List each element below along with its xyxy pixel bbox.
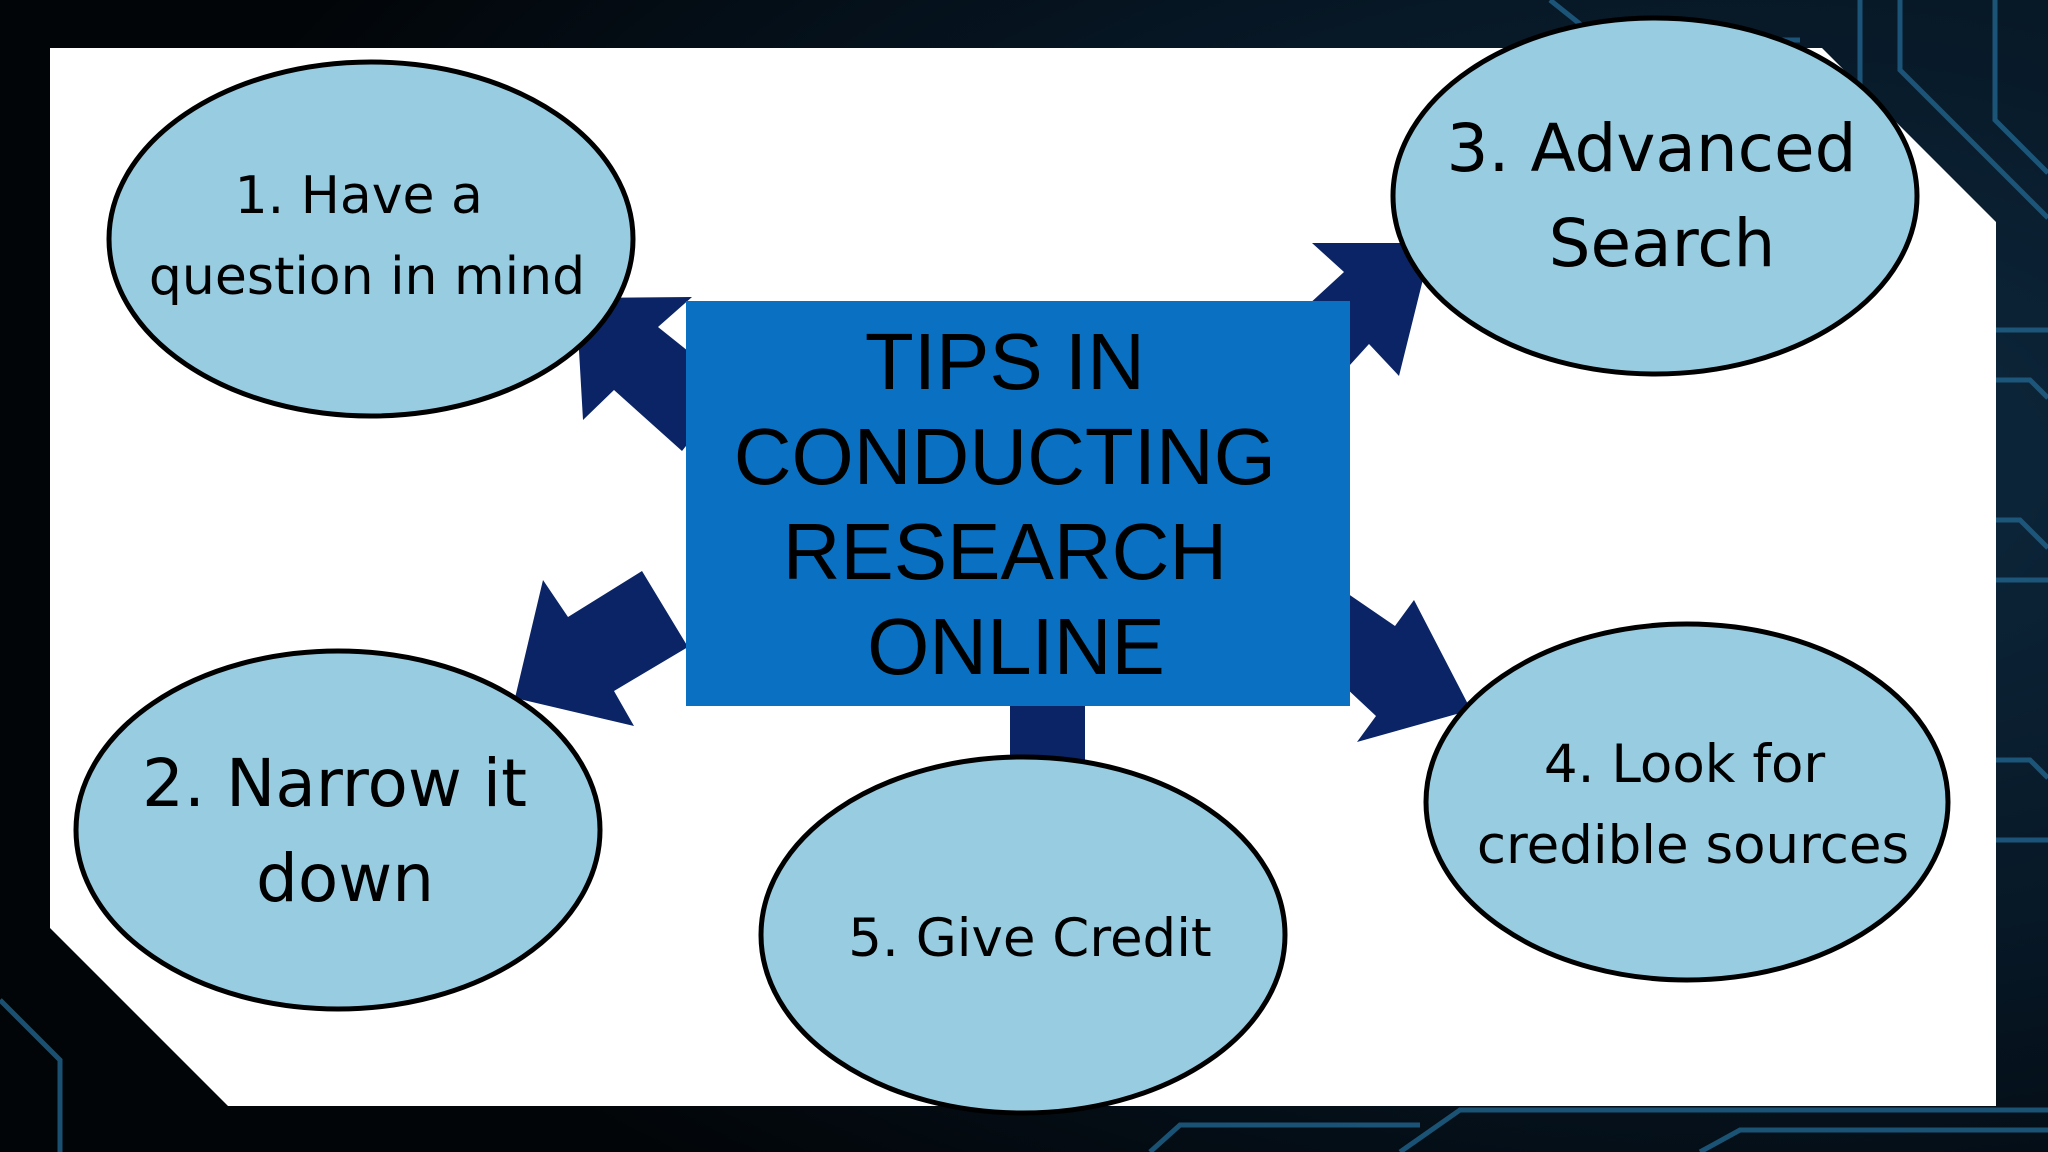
- tip-5-ellipse: [758, 754, 1288, 1116]
- tip-3-ellipse: [1390, 15, 1920, 377]
- tip-1-text: 1. Have a question in mind: [149, 166, 585, 307]
- center-title: TIPS IN CONDUCTING RESEARCH ONLINE: [734, 317, 1298, 691]
- center-box: [686, 301, 1350, 706]
- tip-5-text: 5. Give Credit: [848, 908, 1211, 969]
- tip-4-ellipse: [1423, 621, 1951, 983]
- tip-2-bubble: 2. Narrow it down: [73, 648, 603, 1012]
- tip-3-bubble: 3. Advanced Search: [1390, 15, 1920, 377]
- tip-2-ellipse: [73, 648, 603, 1012]
- tip-5-bubble: 5. Give Credit: [758, 754, 1288, 1116]
- center-title-line-1: TIPS IN: [865, 317, 1145, 406]
- tip-4-text: 4. Look for credible sources: [1477, 734, 1909, 876]
- tip-1-ellipse: [106, 59, 636, 419]
- tip-1-bubble: 1. Have a question in mind: [106, 59, 636, 419]
- center-title-line-4: ONLINE: [867, 602, 1165, 691]
- tip-3-text: 3. Advanced Search: [1447, 110, 1878, 282]
- tip-2-text: 2. Narrow it down: [142, 745, 548, 917]
- tip-2-line-1: 2. Narrow it: [142, 745, 527, 822]
- center-title-line-2: CONDUCTING: [734, 412, 1276, 501]
- tip-3-line-1: 3. Advanced: [1447, 110, 1857, 187]
- tip-1-line-2: question in mind: [149, 247, 585, 307]
- tip-4-line-2: credible sources: [1477, 815, 1909, 876]
- center-title-line-3: RESEARCH: [783, 507, 1228, 596]
- tip-5-line-1: 5. Give Credit: [848, 908, 1211, 969]
- tip-2-line-2: down: [256, 840, 434, 917]
- tip-1-line-1: 1. Have a: [235, 166, 483, 226]
- tip-4-bubble: 4. Look for credible sources: [1423, 621, 1951, 983]
- arrow-to-tip-2: [515, 571, 688, 726]
- tip-3-line-2: Search: [1549, 205, 1776, 282]
- tip-4-line-1: 4. Look for: [1544, 734, 1825, 795]
